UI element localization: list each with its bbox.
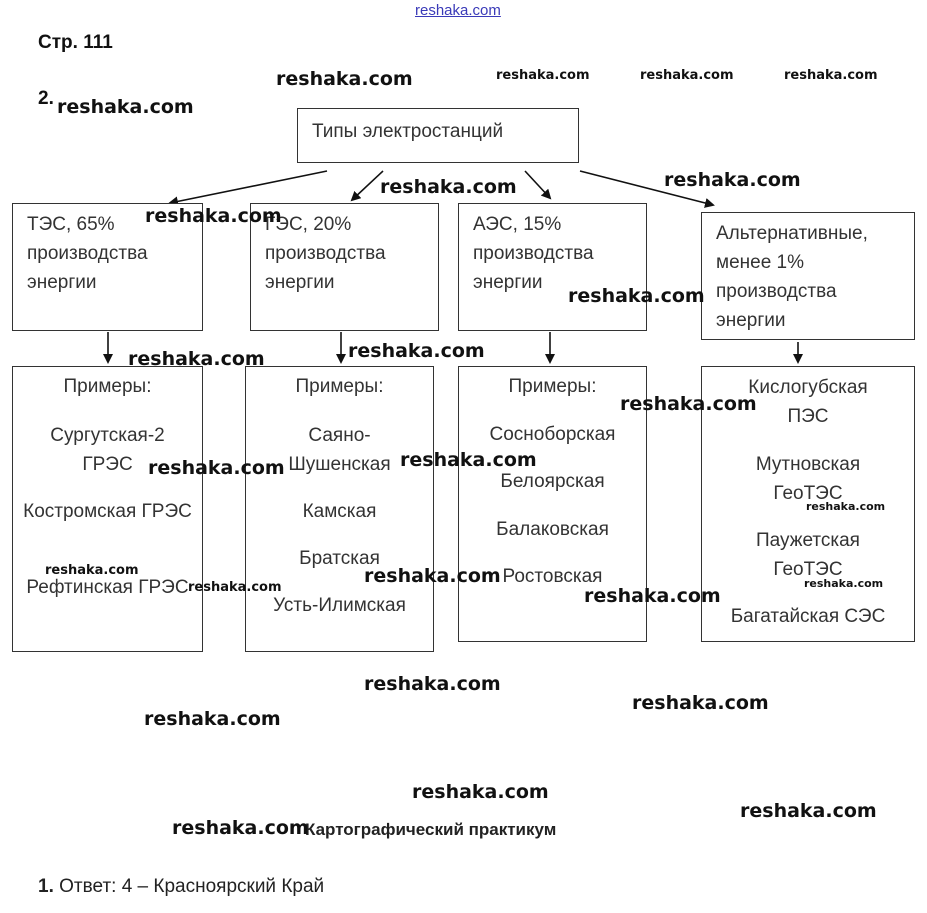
answer-text: Ответ: 4 – Красноярский Край bbox=[59, 876, 325, 897]
watermark: reshaka.com bbox=[804, 577, 884, 590]
arrow-root-alt bbox=[579, 170, 715, 208]
example-item: Мутновская ГеоТЭС bbox=[755, 454, 861, 504]
examples-title-tes: Примеры: bbox=[63, 376, 152, 397]
example-item: Камская bbox=[302, 501, 377, 522]
watermark: reshaka.com bbox=[496, 68, 590, 83]
header-link[interactable]: reshaka.com bbox=[415, 2, 501, 19]
example-item: Сургутская-2 ГРЭС bbox=[50, 425, 165, 475]
example-item: Паужетская ГеоТЭС bbox=[756, 530, 860, 580]
examples-box-alt: Кислогубская ПЭС Мутновская ГеоТЭС Пауже… bbox=[701, 366, 915, 642]
watermark: reshaka.com bbox=[784, 68, 878, 83]
watermark: reshaka.com bbox=[412, 781, 549, 803]
example-item: Кислогубская ПЭС bbox=[748, 377, 868, 427]
watermark: reshaka.com bbox=[145, 205, 282, 227]
example-item: Балаковская bbox=[496, 519, 609, 540]
examples-box-aes: Примеры: Сосноборская Белоярская Балаков… bbox=[458, 366, 647, 642]
watermark: reshaka.com bbox=[45, 563, 139, 578]
example-item: Саяно-Шушенская bbox=[288, 425, 391, 475]
watermark: reshaka.com bbox=[380, 176, 517, 198]
example-item: Ростовская bbox=[502, 566, 603, 587]
section-title: Картографический практикум bbox=[305, 820, 557, 839]
watermark: reshaka.com bbox=[364, 673, 501, 695]
watermark: reshaka.com bbox=[348, 340, 485, 362]
watermark: reshaka.com bbox=[584, 585, 721, 607]
examples-box-ges: Примеры: Саяно-Шушенская Камская Братска… bbox=[245, 366, 434, 652]
watermark: reshaka.com bbox=[276, 68, 413, 90]
root-box: Типы электростанций bbox=[297, 108, 579, 163]
example-item: Костромская ГРЭС bbox=[23, 501, 192, 522]
arrow-root-tes bbox=[168, 170, 328, 207]
examples-title-ges: Примеры: bbox=[295, 376, 384, 397]
watermark: reshaka.com bbox=[188, 580, 282, 595]
example-item: Братская bbox=[299, 548, 380, 569]
watermark: reshaka.com bbox=[620, 393, 757, 415]
watermark: reshaka.com bbox=[400, 449, 537, 471]
answer-number: 1. bbox=[38, 876, 54, 897]
type-label-tes: ТЭС, 65% производства энергии bbox=[27, 214, 148, 293]
watermark: reshaka.com bbox=[144, 708, 281, 730]
watermark: reshaka.com bbox=[806, 500, 886, 513]
example-item: Сосноборская bbox=[489, 424, 616, 445]
watermark: reshaka.com bbox=[172, 817, 309, 839]
task-number: 2. bbox=[38, 88, 54, 109]
watermark: reshaka.com bbox=[128, 348, 265, 370]
example-item: Багатайская СЭС bbox=[730, 606, 886, 627]
type-box-ges: ГЭС, 20% производства энергии bbox=[250, 203, 439, 331]
watermark: reshaka.com bbox=[640, 68, 734, 83]
arrow-root-ges bbox=[350, 170, 384, 202]
examples-title-aes: Примеры: bbox=[508, 376, 597, 397]
type-label-aes: АЭС, 15% производства энергии bbox=[473, 214, 594, 293]
answer-line: 1. Ответ: 4 – Красноярский Край bbox=[38, 876, 324, 898]
watermark: reshaka.com bbox=[664, 169, 801, 191]
watermark: reshaka.com bbox=[148, 457, 285, 479]
type-label-alt: Альтернативные, менее 1% производства эн… bbox=[716, 223, 868, 331]
example-item: Рефтинская ГРЭС bbox=[26, 577, 189, 598]
type-box-tes: ТЭС, 65% производства энергии bbox=[12, 203, 203, 331]
example-item: Усть-Илимская bbox=[273, 595, 406, 616]
example-item: Белоярская bbox=[500, 471, 605, 492]
watermark: reshaka.com bbox=[740, 800, 877, 822]
watermark: reshaka.com bbox=[632, 692, 769, 714]
type-box-aes: АЭС, 15% производства энергии bbox=[458, 203, 647, 331]
watermark: reshaka.com bbox=[364, 565, 501, 587]
root-label: Типы электростанций bbox=[312, 121, 504, 142]
page-label: Стр. 111 bbox=[38, 32, 113, 53]
watermark: reshaka.com bbox=[568, 285, 705, 307]
type-label-ges: ГЭС, 20% производства энергии bbox=[265, 214, 386, 293]
watermark: reshaka.com bbox=[57, 96, 194, 118]
arrow-root-aes bbox=[524, 170, 552, 200]
examples-box-tes: Примеры: Сургутская-2 ГРЭС Костромская Г… bbox=[12, 366, 203, 652]
type-box-alt: Альтернативные, менее 1% производства эн… bbox=[701, 212, 915, 340]
